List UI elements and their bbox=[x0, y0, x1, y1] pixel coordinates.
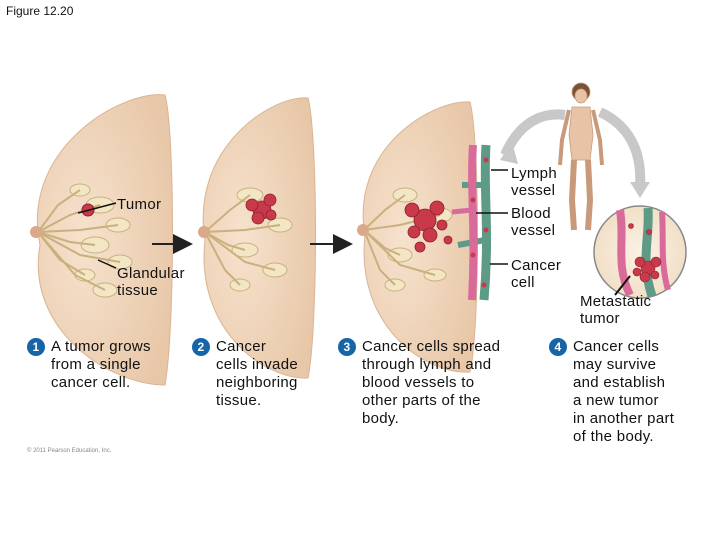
metastasis-inset bbox=[593, 205, 687, 299]
cancer-cell-label: Cancer cell bbox=[511, 257, 562, 291]
step-3-text: Cancer cells spread through lymph and bl… bbox=[362, 338, 501, 427]
human-figure bbox=[558, 82, 604, 231]
figure-label: Figure 12.20 bbox=[6, 4, 74, 18]
spread-arrow-out bbox=[597, 107, 646, 186]
step-3-number: 3 bbox=[338, 338, 356, 356]
copyright-notice: © 2011 Pearson Education, Inc. bbox=[27, 448, 112, 454]
blood-vessel-label: Blood vessel bbox=[511, 205, 556, 239]
step-1-text: A tumor grows from a single cancer cell. bbox=[51, 338, 151, 391]
tumor-label: Tumor bbox=[117, 196, 162, 213]
breast-stage-2 bbox=[198, 97, 316, 379]
metastatic-tumor-label: Metastatic tumor bbox=[580, 293, 652, 327]
step-4-text: Cancer cells may survive and establish a… bbox=[573, 338, 675, 445]
step-4-number: 4 bbox=[549, 338, 567, 356]
breast-stage-1 bbox=[30, 94, 173, 386]
glandular-tissue-label: Glandular tissue bbox=[117, 265, 185, 299]
breast-stage-3 bbox=[357, 101, 508, 373]
step-1-number: 1 bbox=[27, 338, 45, 356]
spread-arrow-in bbox=[500, 109, 566, 158]
step-2-text: Cancer cells invade neighboring tissue. bbox=[216, 338, 298, 409]
step-2-number: 2 bbox=[192, 338, 210, 356]
lymph-vessel-label: Lymph vessel bbox=[511, 165, 557, 199]
